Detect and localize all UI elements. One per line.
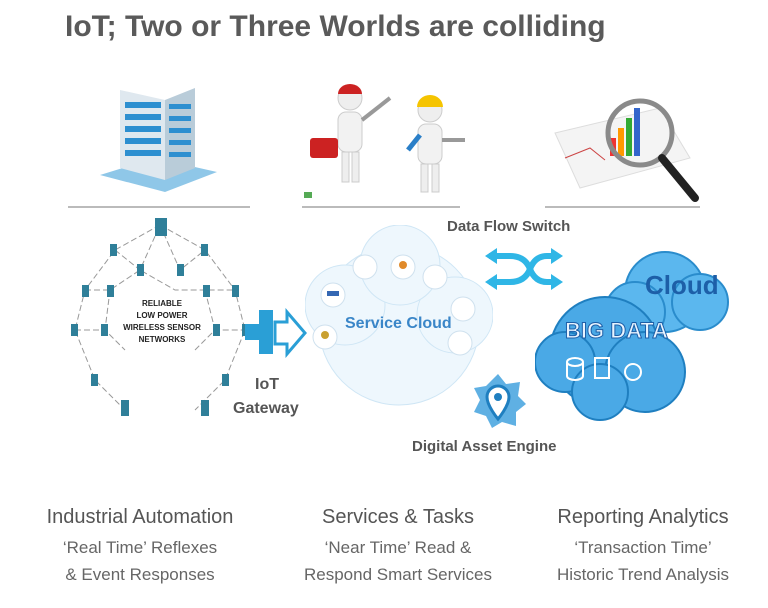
column-heading: Reporting Analytics <box>557 506 729 528</box>
gateway-arrow-icon <box>245 308 307 358</box>
analytics-magnifier-illustration <box>554 98 699 202</box>
slide-title: IoT; Two or Three Worlds are colliding <box>65 10 606 43</box>
data-flow-switch-label: Data Flow Switch <box>447 218 571 235</box>
office-building-icon <box>100 88 217 192</box>
workers-illustration <box>304 84 465 198</box>
divider <box>545 206 700 208</box>
sensor-text-line: WIRELESS SENSOR <box>123 323 201 332</box>
iot-gateway-label-line2: Gateway <box>233 400 299 417</box>
cloud-icon <box>305 225 493 406</box>
big-data-label: BIG DATA <box>564 318 669 344</box>
sensor-text-line: LOW POWER <box>136 311 188 320</box>
digital-asset-engine-label: Digital Asset Engine <box>412 438 557 455</box>
big-data-cloud: Cloud BIG DATA <box>535 232 730 422</box>
sensor-text-line: RELIABLE <box>142 299 182 308</box>
column-reporting-analytics: Reporting Analytics ‘Transaction Time’ H… <box>530 506 756 588</box>
sensor-mesh-icon <box>71 218 249 416</box>
column-line: ‘Real Time’ Reflexes <box>62 538 218 557</box>
cloud-label: Cloud <box>645 270 719 300</box>
column-industrial-automation: Industrial Automation ‘Real Time’ Reflex… <box>22 506 258 588</box>
column-line: Historic Trend Analysis <box>557 565 729 584</box>
column-line: Respond Smart Services <box>303 565 493 584</box>
digital-asset-engine-icon <box>474 374 526 428</box>
divider <box>302 206 460 208</box>
cloud-icon <box>535 251 729 421</box>
column-line: ‘Transaction Time’ <box>574 538 712 557</box>
column-line: & Event Responses <box>65 565 215 584</box>
column-line: ‘Near Time’ Read & <box>324 538 472 557</box>
wireless-sensor-network: RELIABLE LOW POWER WIRELESS SENSOR NETWO… <box>65 210 255 420</box>
iot-gateway-label-line1: IoT <box>255 376 279 393</box>
column-services-tasks: Services & Tasks ‘Near Time’ Read & Resp… <box>280 506 516 588</box>
service-cloud: Service Cloud <box>305 225 493 420</box>
sensor-text-line: NETWORKS <box>138 335 186 344</box>
column-heading: Industrial Automation <box>46 506 234 528</box>
divider <box>68 206 250 208</box>
column-heading: Services & Tasks <box>322 506 474 528</box>
service-cloud-label: Service Cloud <box>345 315 452 332</box>
data-flow-switch-icon[interactable] <box>485 246 563 292</box>
